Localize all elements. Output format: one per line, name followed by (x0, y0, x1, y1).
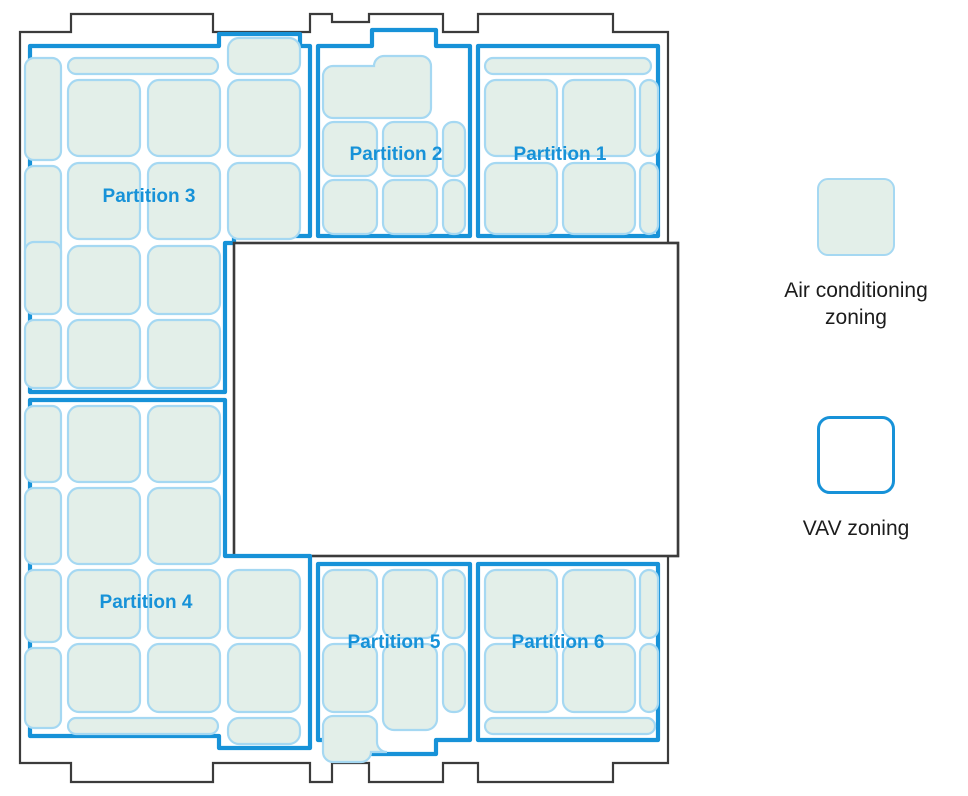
legend-label-air-conditioning: Air conditioning zoning (744, 278, 968, 332)
ac-cell (146, 568, 222, 640)
ac-cell (441, 120, 467, 178)
ac-cell (483, 78, 559, 158)
ac-cell (66, 244, 142, 316)
vav-outline (475, 561, 661, 743)
partition-3-label: Partition 3 (103, 186, 196, 207)
ac-cell (321, 54, 433, 120)
partition-5-label: Partition 5 (348, 632, 441, 653)
ac-cell (23, 56, 63, 162)
ac-cell (483, 56, 653, 76)
ac-cell (66, 318, 142, 390)
ac-cell (381, 642, 439, 732)
legend-label-vav: VAV zoning (744, 516, 968, 543)
ac-cell (483, 642, 559, 714)
ac-cell (483, 716, 657, 736)
ac-cell (381, 568, 439, 640)
ac-cell (23, 318, 63, 390)
ac-cell (561, 161, 637, 236)
ac-cell (66, 642, 142, 714)
legend-item-air-conditioning: Air conditioning zoning (744, 178, 968, 332)
ac-cell (321, 642, 379, 714)
partition-5-zone (315, 561, 473, 764)
ac-cell (561, 78, 637, 158)
ac-cell (146, 404, 222, 484)
ac-cell (226, 161, 302, 241)
ac-cell (441, 178, 467, 236)
ac-cell (146, 318, 222, 390)
partition-6-zone (475, 561, 661, 743)
ac-cell (66, 486, 142, 566)
ac-cell (226, 36, 302, 76)
ac-cell (66, 56, 220, 76)
ac-cell (321, 714, 388, 764)
ac-cell (226, 642, 302, 714)
partition-6-label: Partition 6 (512, 632, 605, 653)
vav-outline (475, 43, 661, 239)
ac-cell (23, 646, 63, 730)
ac-cell (66, 78, 142, 158)
partition-3-zone (23, 31, 313, 395)
ac-cell (66, 568, 142, 640)
ac-cell (23, 568, 63, 644)
ac-cell (146, 642, 222, 714)
ac-cell (146, 244, 222, 316)
ac-cell (381, 120, 439, 178)
legend-item-vav: VAV zoning (744, 415, 968, 543)
ac-cell (146, 161, 222, 241)
ac-cell (321, 178, 379, 236)
ac-cell (23, 486, 63, 566)
legend-label-line2: zoning (825, 305, 887, 329)
ac-cell (441, 642, 467, 714)
partition-1-zone (475, 43, 661, 239)
ac-cell (638, 161, 660, 236)
ac-cell (561, 642, 637, 714)
ac-cell (66, 161, 142, 241)
ac-cell (66, 404, 142, 484)
ac-cell (23, 404, 63, 484)
ac-cell (226, 78, 302, 158)
legend: Air conditioning zoning VAV zoning (744, 178, 968, 543)
ac-cell (321, 568, 379, 640)
partition-2-label: Partition 2 (350, 144, 443, 165)
partition-2-zone (315, 27, 473, 239)
ac-cell (561, 568, 637, 640)
ac-cell (66, 716, 220, 736)
ac-cell (381, 178, 439, 236)
ac-cell (483, 568, 559, 640)
vav-swatch-icon (817, 415, 895, 494)
ac-cell (146, 486, 222, 566)
partition-4-zone (23, 397, 313, 751)
partition-4-label: Partition 4 (100, 592, 193, 613)
central-atrium (232, 241, 680, 558)
ac-swatch-icon (817, 178, 895, 256)
ac-cell (226, 716, 302, 746)
partition-1-label: Partition 1 (514, 144, 607, 165)
ac-cell (321, 120, 379, 178)
ac-cell (226, 568, 302, 640)
ac-cell (483, 161, 559, 236)
ac-cell (146, 78, 222, 158)
legend-label-line1: Air conditioning (784, 279, 928, 302)
ac-cell (638, 642, 660, 714)
ac-cell (638, 78, 660, 158)
ac-cell (638, 568, 660, 640)
legend-label-line1: VAV zoning (802, 516, 910, 540)
ac-cell (441, 568, 467, 640)
ac-cell (23, 240, 63, 316)
